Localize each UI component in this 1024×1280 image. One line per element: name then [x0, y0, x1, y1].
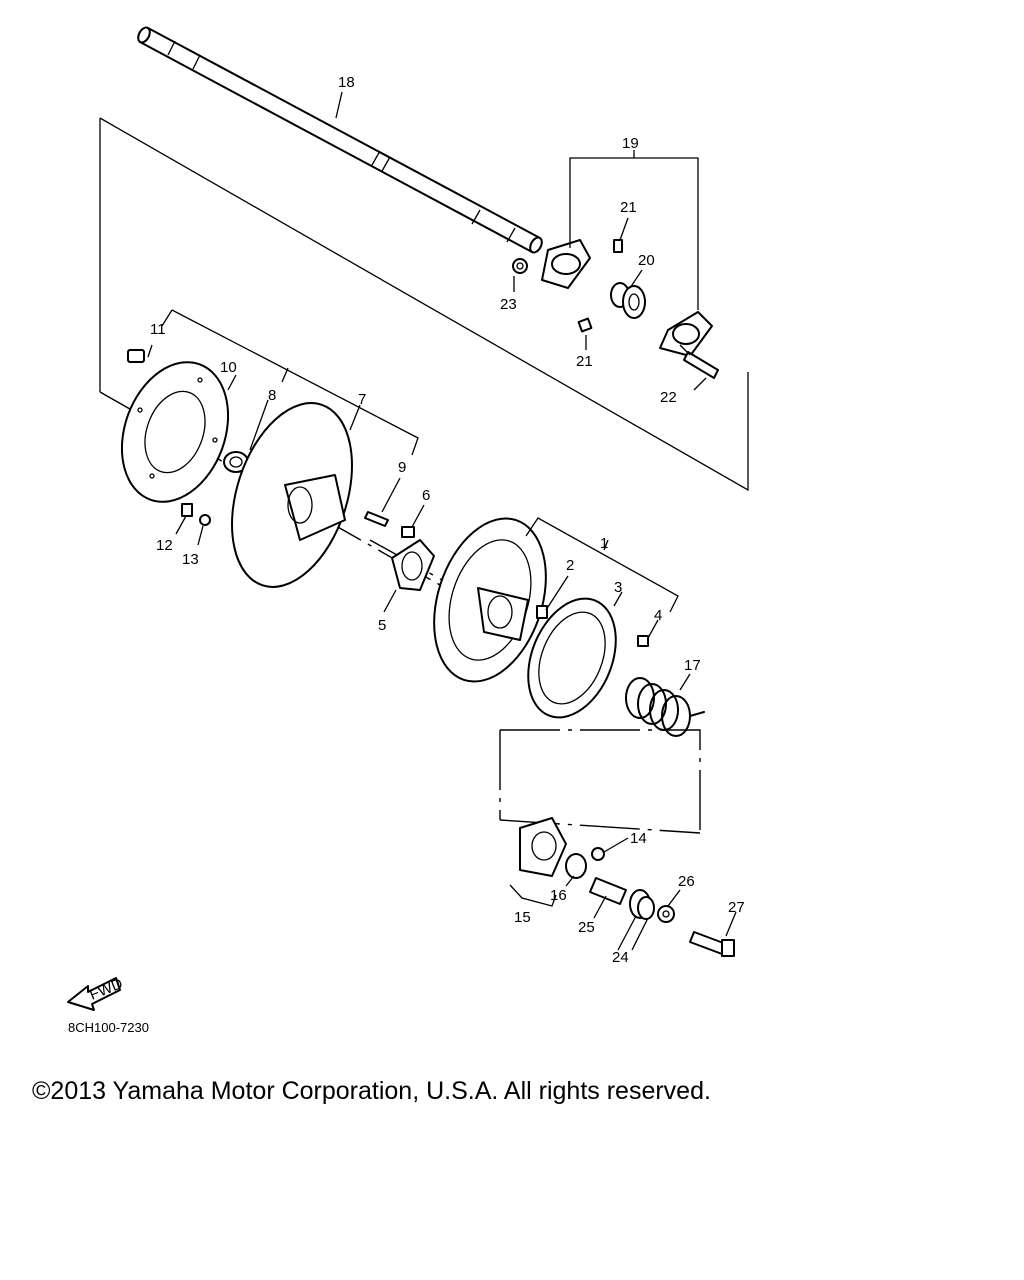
part-15-cam [519, 817, 567, 877]
part-9-pin [364, 511, 389, 527]
part-5-gasket [391, 539, 435, 591]
part-19-housing-left [541, 239, 591, 289]
part-13-washer [199, 514, 211, 526]
callout-11: 11 [150, 321, 166, 338]
callout-6: 6 [422, 487, 430, 504]
part-11-bolt [127, 349, 145, 363]
part-12-bolt [181, 503, 193, 517]
callout-25: 25 [578, 919, 595, 936]
part-4-screw [637, 635, 649, 647]
part-22-bolt [679, 344, 719, 379]
callout-22: 22 [660, 389, 677, 406]
part-26-washer [657, 905, 675, 923]
leader-lines [147, 91, 737, 951]
callout-14: 14 [630, 830, 647, 847]
copyright-notice: ©2013 Yamaha Motor Corporation, U.S.A. A… [32, 1077, 711, 1105]
part-20-bearing [610, 282, 646, 319]
callout-13: 13 [182, 551, 199, 568]
part-25-collar [589, 877, 627, 905]
fwd-label: FWD [87, 975, 125, 1004]
drawing-code: 8CH100-7230 [68, 1020, 149, 1035]
part-1-sheave [433, 517, 547, 683]
part-19-housing-right [659, 311, 713, 357]
callout-4: 4 [654, 607, 662, 624]
callout-16: 16 [550, 887, 567, 904]
part-16-bushing [565, 853, 587, 879]
part-21-setscrew-lower [577, 317, 593, 333]
part-27-bolt [689, 931, 735, 957]
callout-21-lower: 21 [576, 353, 593, 370]
part-18-shaft [137, 26, 543, 254]
callout-18: 18 [338, 74, 355, 91]
callout-23: 23 [500, 296, 517, 313]
callout-9: 9 [398, 459, 406, 476]
callout-24: 24 [612, 949, 629, 966]
callout-1: 1 [600, 535, 608, 552]
callout-7: 7 [358, 391, 366, 408]
part-7-sheave [231, 402, 353, 588]
callout-8: 8 [268, 387, 276, 404]
part-14-nut [591, 847, 605, 861]
part-10-plate [120, 361, 230, 503]
part-24-washer-2 [637, 896, 655, 920]
part-23-nut [512, 258, 528, 274]
callout-10: 10 [220, 359, 237, 376]
callout-5: 5 [378, 617, 386, 634]
callout-27: 27 [728, 899, 745, 916]
fwd-arrow-icon: FWD [67, 975, 125, 1011]
callout-17: 17 [684, 657, 701, 674]
part-21-setscrew-upper [613, 239, 623, 253]
callouts: 1 2 3 4 5 6 7 8 9 10 11 12 13 14 15 16 1… [150, 74, 745, 966]
callout-12: 12 [156, 537, 173, 554]
callout-15: 15 [514, 909, 531, 926]
part-3-plate [527, 597, 617, 719]
callout-2: 2 [566, 557, 574, 574]
callout-3: 3 [614, 579, 622, 596]
callout-20: 20 [638, 252, 655, 269]
exploded-parts-diagram: FWD 1 2 3 4 5 6 7 8 9 10 11 12 13 14 15 … [67, 26, 749, 1011]
callout-26: 26 [678, 873, 695, 890]
callout-21-upper: 21 [620, 199, 637, 216]
part-2-screw [536, 605, 548, 619]
part-6-screw [401, 526, 415, 538]
callout-19: 19 [622, 135, 639, 152]
assembly-frame [99, 117, 749, 834]
part-17-spring [625, 677, 705, 737]
